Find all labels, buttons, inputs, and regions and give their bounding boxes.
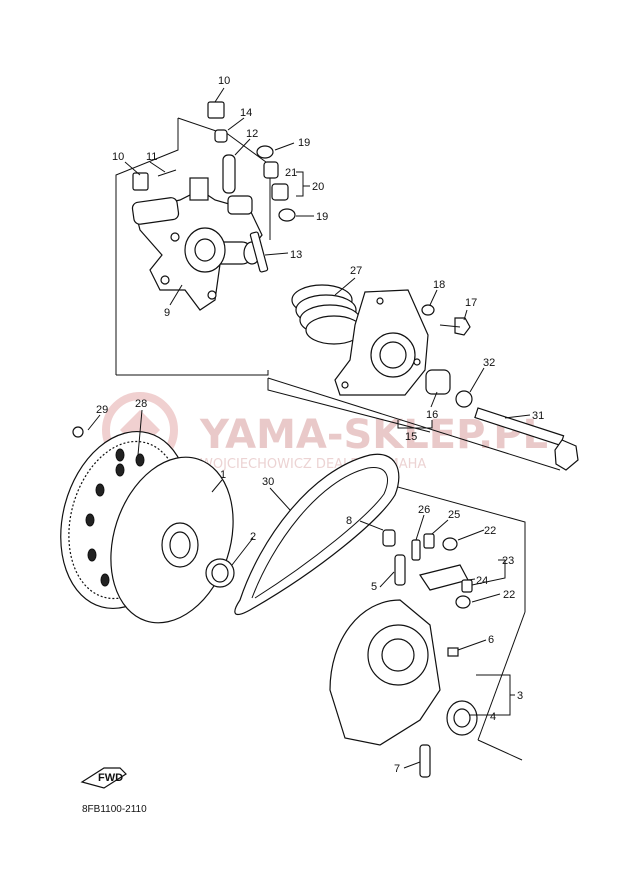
callout-7: 7 bbox=[394, 763, 400, 775]
spring bbox=[291, 284, 363, 345]
callout-24: 24 bbox=[476, 575, 488, 587]
leader-lines bbox=[87, 87, 531, 769]
callout-15: 15 bbox=[405, 431, 417, 443]
frame-lines bbox=[115, 117, 561, 761]
callout-5: 5 bbox=[371, 581, 377, 593]
callout-labels: 10 14 12 19 21 20 10 11 19 13 9 27 18 17… bbox=[96, 75, 544, 775]
callout-10-left: 10 bbox=[112, 151, 124, 163]
callout-11: 11 bbox=[146, 151, 157, 163]
collar bbox=[205, 558, 235, 588]
callout-31: 31 bbox=[532, 410, 544, 422]
callout-16: 16 bbox=[426, 409, 438, 421]
callout-6: 6 bbox=[488, 634, 494, 646]
callout-10-top: 10 bbox=[218, 75, 230, 87]
secondary-small-parts bbox=[382, 529, 473, 778]
callout-30: 30 bbox=[262, 476, 274, 488]
callout-8: 8 bbox=[346, 515, 352, 527]
callout-22-bottom: 22 bbox=[503, 589, 515, 601]
callout-4: 4 bbox=[490, 711, 496, 723]
diagram-code: 8FB1100-2110 bbox=[82, 804, 147, 815]
callout-19-top: 19 bbox=[298, 137, 310, 149]
callout-21: 21 bbox=[285, 167, 297, 179]
callout-2: 2 bbox=[250, 531, 256, 543]
callout-27: 27 bbox=[350, 265, 362, 277]
callout-23: 23 bbox=[502, 555, 514, 567]
secondary-pulley bbox=[329, 599, 478, 746]
sheave-assembly bbox=[131, 177, 263, 311]
callout-9: 9 bbox=[164, 307, 170, 319]
cover-plate bbox=[334, 289, 429, 396]
callout-17: 17 bbox=[465, 297, 477, 309]
drive-belt bbox=[234, 453, 400, 615]
callout-12: 12 bbox=[246, 128, 258, 140]
callout-28: 28 bbox=[135, 398, 147, 410]
callout-3: 3 bbox=[517, 690, 523, 702]
callout-29: 29 bbox=[96, 404, 108, 416]
callout-1: 1 bbox=[220, 469, 226, 481]
callout-19-bottom: 19 bbox=[316, 211, 328, 223]
fwd-arrow-icon: FWD bbox=[80, 767, 127, 789]
callout-13: 13 bbox=[290, 249, 302, 261]
callout-22-top: 22 bbox=[484, 525, 496, 537]
fwd-label: FWD bbox=[98, 772, 123, 784]
sheave bbox=[110, 456, 234, 624]
right-small-parts bbox=[421, 304, 579, 471]
callout-18: 18 bbox=[433, 279, 445, 291]
callout-14: 14 bbox=[240, 107, 252, 119]
callout-25: 25 bbox=[448, 509, 460, 521]
callout-26: 26 bbox=[418, 504, 430, 516]
callout-32: 32 bbox=[483, 357, 495, 369]
callout-20: 20 bbox=[312, 181, 324, 193]
top-small-parts bbox=[132, 101, 296, 273]
